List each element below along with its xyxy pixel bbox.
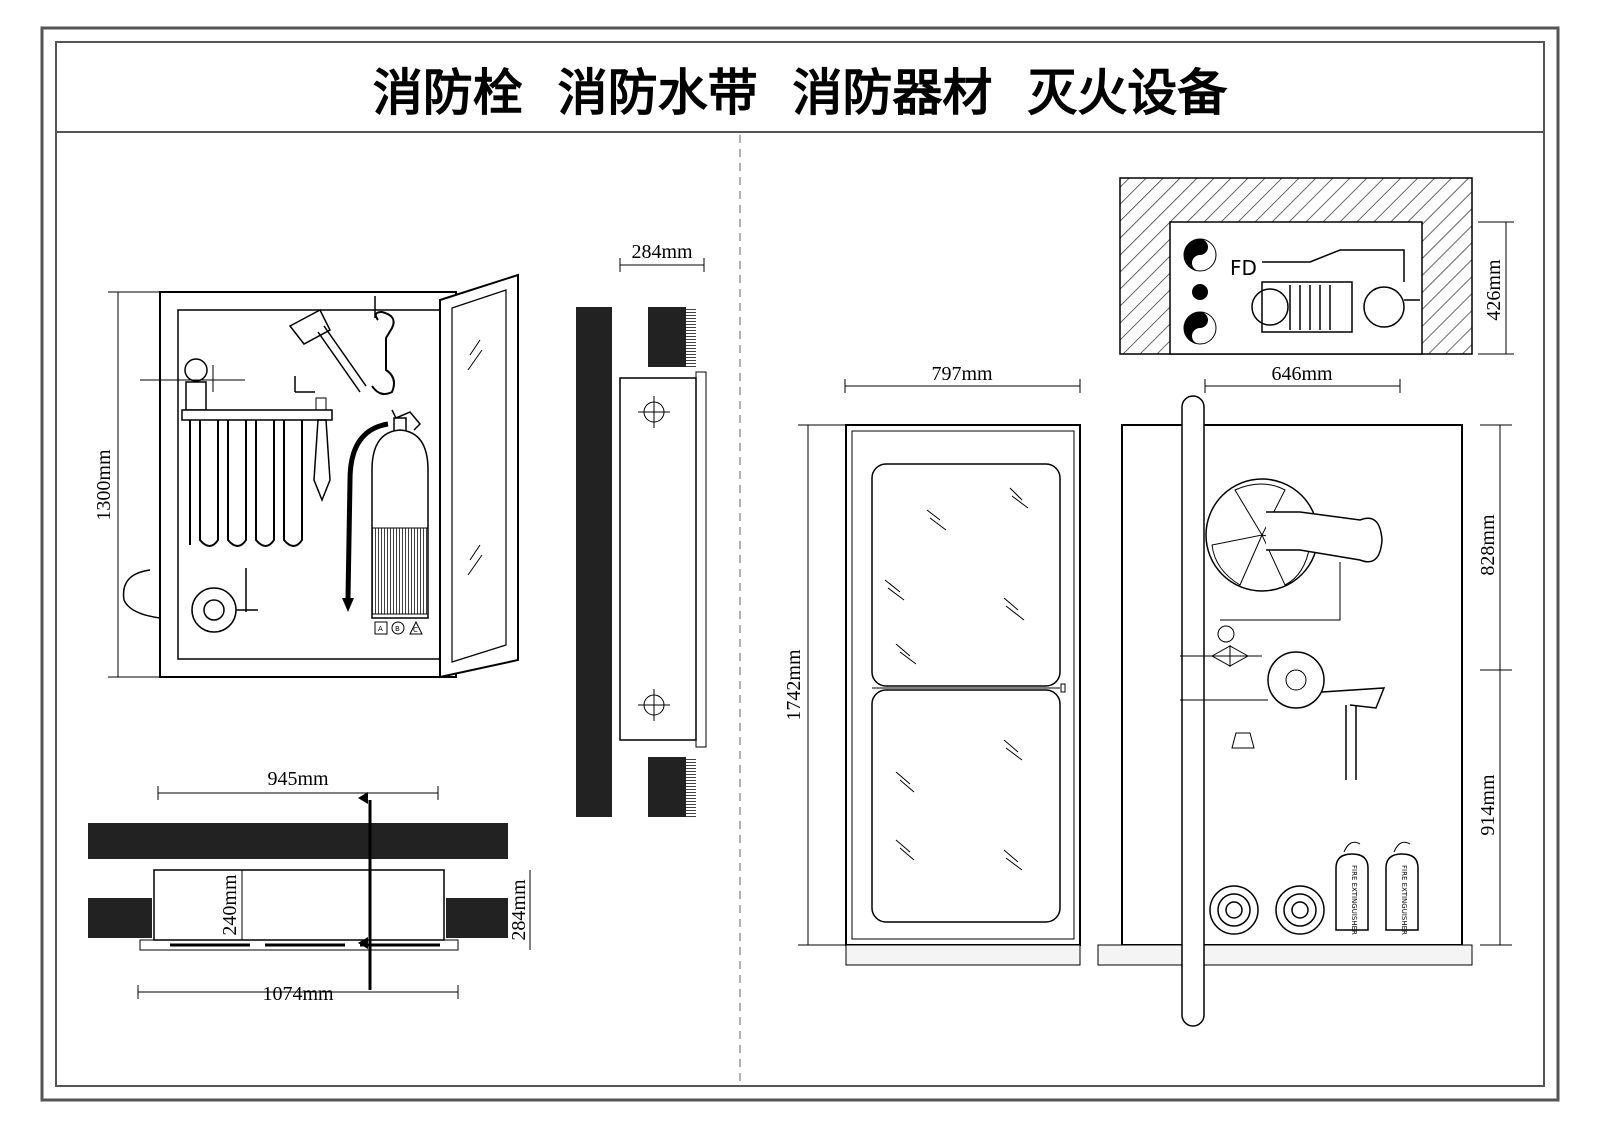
extinguisher-icons: FIRE EXTINGUISHER FIRE EXTINGUISHER xyxy=(1335,841,1419,935)
hose-coil-icons xyxy=(1209,885,1325,935)
valve-icon xyxy=(184,358,208,382)
door-glass-lower xyxy=(871,689,1061,923)
dim-top-depth: 426mm xyxy=(1483,259,1505,321)
equipment-section: 646mm FIRE xyxy=(1097,363,1512,1027)
riser-pipe xyxy=(1181,395,1205,1027)
top-plan-view: FD 426mm xyxy=(1119,177,1514,355)
door-elevation: 797mm 1742mm xyxy=(783,363,1081,966)
wall-right xyxy=(446,898,508,938)
door-floor xyxy=(845,944,1081,966)
inner-frame xyxy=(55,41,1545,1087)
hose-reel-valve-icon xyxy=(122,568,258,633)
door-handle xyxy=(1060,683,1066,693)
hose-drum-icon xyxy=(1267,651,1325,709)
dim-plan-depth-outer: 284mm xyxy=(508,879,530,941)
ext-right-label: FIRE EXTINGUISHER xyxy=(1400,865,1408,935)
cabinet-plan-view: 945mm 240mm 284mm 1074mm xyxy=(88,768,531,1005)
dim-plan-inner: 945mm xyxy=(267,768,329,790)
outer-frame xyxy=(40,26,1560,1102)
ext-left-label: FIRE EXTINGUISHER xyxy=(1350,865,1358,935)
dim-section-top: 828mm xyxy=(1477,514,1499,576)
wall-top xyxy=(88,823,508,859)
ext-label-a: A xyxy=(378,625,383,633)
extinguisher-hose-icon xyxy=(345,421,389,599)
dim-side-width: 284mm xyxy=(631,241,693,263)
fire-extinguisher-icon: A B C xyxy=(371,409,429,635)
nozzle-icon xyxy=(313,419,331,503)
ext-label-b: B xyxy=(395,625,400,633)
dim-door-height: 1742mm xyxy=(783,649,805,721)
cabinet-side-section: 284mm xyxy=(576,241,707,817)
hose-reel-top-icon xyxy=(1251,249,1420,333)
dim-section-width: 646mm xyxy=(1271,363,1333,385)
hook-icon xyxy=(371,310,395,395)
wall-left xyxy=(88,898,152,938)
dim-door-width: 797mm xyxy=(931,363,993,385)
pressure-gauge-icon xyxy=(1217,625,1235,643)
ext-label-c: C xyxy=(413,626,418,634)
dim-section-bottom: 914mm xyxy=(1477,774,1499,836)
nozzle-icon-right xyxy=(1231,732,1255,749)
door-glass-upper xyxy=(871,463,1061,687)
door-glass xyxy=(451,289,507,663)
page-title: 消防栓 消防水带 消防器材 灭火设备 xyxy=(373,64,1228,122)
dim-plan-depth-inner: 240mm xyxy=(219,874,241,936)
plan-box xyxy=(153,869,445,941)
side-wall xyxy=(576,307,612,817)
cabinet-door xyxy=(439,273,519,679)
hose-rack-icon xyxy=(189,420,303,547)
side-box xyxy=(619,377,697,741)
dim-cabinet-height: 1300mm xyxy=(93,449,115,521)
fd-label: FD xyxy=(1230,256,1257,280)
axe-icon-right xyxy=(1321,687,1386,780)
cabinet-front-view: A B C 1300mm xyxy=(93,273,519,679)
section-floor xyxy=(1097,944,1473,966)
dim-plan-outer: 1074mm xyxy=(262,983,334,1005)
